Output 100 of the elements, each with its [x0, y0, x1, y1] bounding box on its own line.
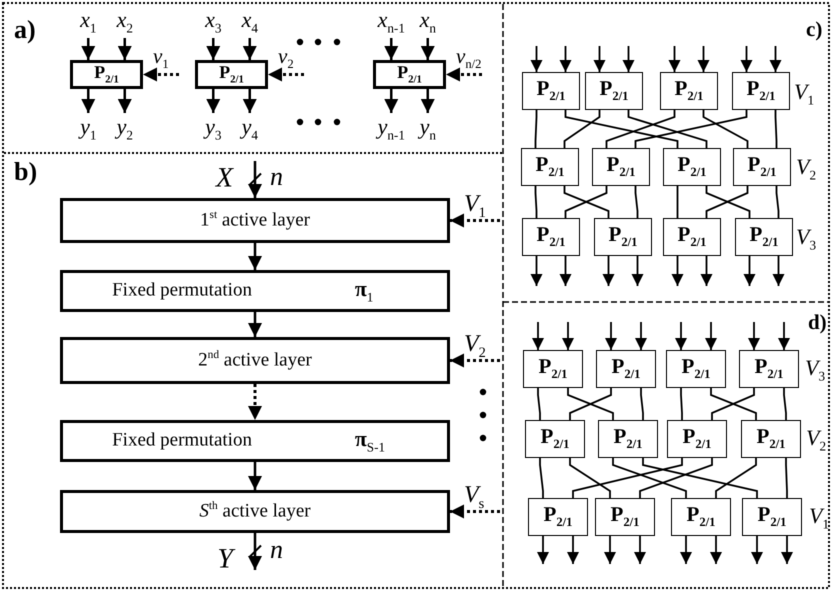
arrow	[206, 89, 220, 113]
variable-label: V$_{1}$	[794, 80, 814, 108]
box-label: P$_{2/1}$	[682, 425, 712, 453]
permutation-box	[595, 498, 655, 536]
permutation-box	[666, 350, 726, 388]
permutation-box	[733, 148, 791, 186]
box-label: P$_{2/1}$	[758, 503, 786, 531]
edge-label: x$_{3}$	[205, 8, 222, 36]
connector-line	[537, 388, 541, 420]
box-label: 1$^{st}$ active layer	[200, 209, 310, 232]
edge-label: y$_{n-1}$	[378, 115, 405, 143]
layer-box	[60, 270, 450, 312]
arrow	[81, 89, 96, 113]
arrow	[675, 322, 687, 350]
dotted-arrow	[450, 504, 500, 518]
box-label: P$_{2/1}$	[536, 223, 566, 251]
connector-line	[642, 458, 758, 498]
box-label: Fixed permutation	[111, 430, 253, 452]
box-label: P$_{2/1}$	[754, 355, 784, 383]
connector-line	[702, 110, 748, 148]
edge-label: x$_{n-1}$	[378, 8, 405, 36]
box-label: P$_{2/1}$	[750, 223, 778, 251]
edge-label: y$_{4}$	[242, 115, 258, 143]
permutation-symbol: π$_{S-1}$	[354, 427, 386, 455]
box-label: P$_{2/1}$	[544, 503, 572, 531]
box-label: P$_{2/1}$	[538, 355, 568, 383]
panel-label: d)	[808, 311, 827, 334]
permutation-symbol: π$_{1}$	[354, 277, 374, 305]
permutation-box	[525, 420, 585, 458]
arrow	[680, 536, 692, 564]
permutation-box	[742, 498, 802, 536]
box-label: Fixed permutation	[111, 280, 253, 302]
connector-line	[634, 186, 638, 218]
variable-label: V$_{2}$	[806, 426, 826, 454]
connector-line	[783, 388, 787, 420]
box-label: S$^{th}$ active layer	[199, 500, 311, 523]
permutation-box	[667, 420, 727, 458]
box-label: P$_{2/1}$	[219, 62, 244, 86]
arrow	[248, 312, 262, 337]
arrow	[532, 322, 544, 350]
arrow	[206, 38, 220, 60]
arrow	[420, 38, 435, 60]
dotted-arrow	[248, 384, 262, 420]
arrow	[604, 536, 616, 564]
arrow	[560, 256, 572, 286]
box-label: P$_{2/1}$	[678, 153, 706, 181]
arrow	[668, 46, 680, 72]
arrow	[248, 533, 262, 570]
edge-label: y$_{1}$	[80, 115, 96, 143]
box-label: P$_{2/1}$	[536, 153, 564, 181]
edge-label: y$_{3}$	[205, 115, 222, 143]
connector-line	[564, 110, 600, 148]
edge-label: y$_{2}$	[116, 115, 133, 143]
variable-label: n	[270, 163, 283, 192]
dotted-arrow	[268, 68, 304, 82]
permutation-box	[195, 60, 268, 89]
connector-line	[569, 458, 611, 498]
connector-line	[785, 458, 788, 498]
panel-label: a)	[14, 16, 36, 45]
permutation-box	[521, 148, 579, 186]
permutation-box	[739, 350, 799, 388]
box-label: P$_{2/1}$	[600, 77, 628, 105]
edge-label: v$_{1}$	[153, 44, 169, 72]
arrow	[622, 46, 634, 72]
arrow	[242, 38, 257, 60]
arrow	[744, 256, 756, 286]
arrow	[602, 256, 614, 286]
arrow	[778, 322, 790, 350]
edge-label: V$_{s}$	[464, 482, 484, 512]
arrow	[248, 462, 262, 490]
edge-label: x$_{2}$	[116, 8, 133, 36]
variable-label: n	[270, 536, 283, 565]
connector-line	[676, 186, 678, 218]
edge-label: x$_{1}$	[80, 8, 96, 36]
box-label: P$_{2/1}$	[748, 153, 776, 181]
permutation-box	[594, 218, 652, 256]
box-label: P$_{2/1}$	[612, 355, 640, 383]
connector-line	[539, 458, 544, 498]
permutation-box	[663, 218, 721, 256]
permutation-box	[522, 72, 580, 110]
layer-box	[60, 420, 450, 462]
permutation-box	[528, 498, 588, 536]
panel-label: b)	[14, 158, 38, 187]
layer-box	[60, 490, 450, 533]
edge-label: x$_{n}$	[420, 8, 436, 36]
permutation-box	[70, 60, 143, 89]
box-label: P$_{2/1}$	[746, 77, 776, 105]
edge-label: V$_{1}$	[464, 190, 486, 222]
arrow	[248, 243, 262, 270]
connector-line	[564, 110, 678, 148]
variable-label: V$_{2}$	[796, 155, 816, 183]
connector-line	[715, 458, 757, 498]
box-label: P$_{2/1}$	[540, 425, 570, 453]
dotted-arrow	[450, 354, 500, 368]
arrow	[420, 89, 435, 113]
arrow	[705, 322, 717, 350]
arrow	[740, 46, 752, 72]
arrow	[562, 322, 574, 350]
box-label: P$_{2/1}$	[608, 223, 638, 251]
arrow	[530, 46, 542, 72]
